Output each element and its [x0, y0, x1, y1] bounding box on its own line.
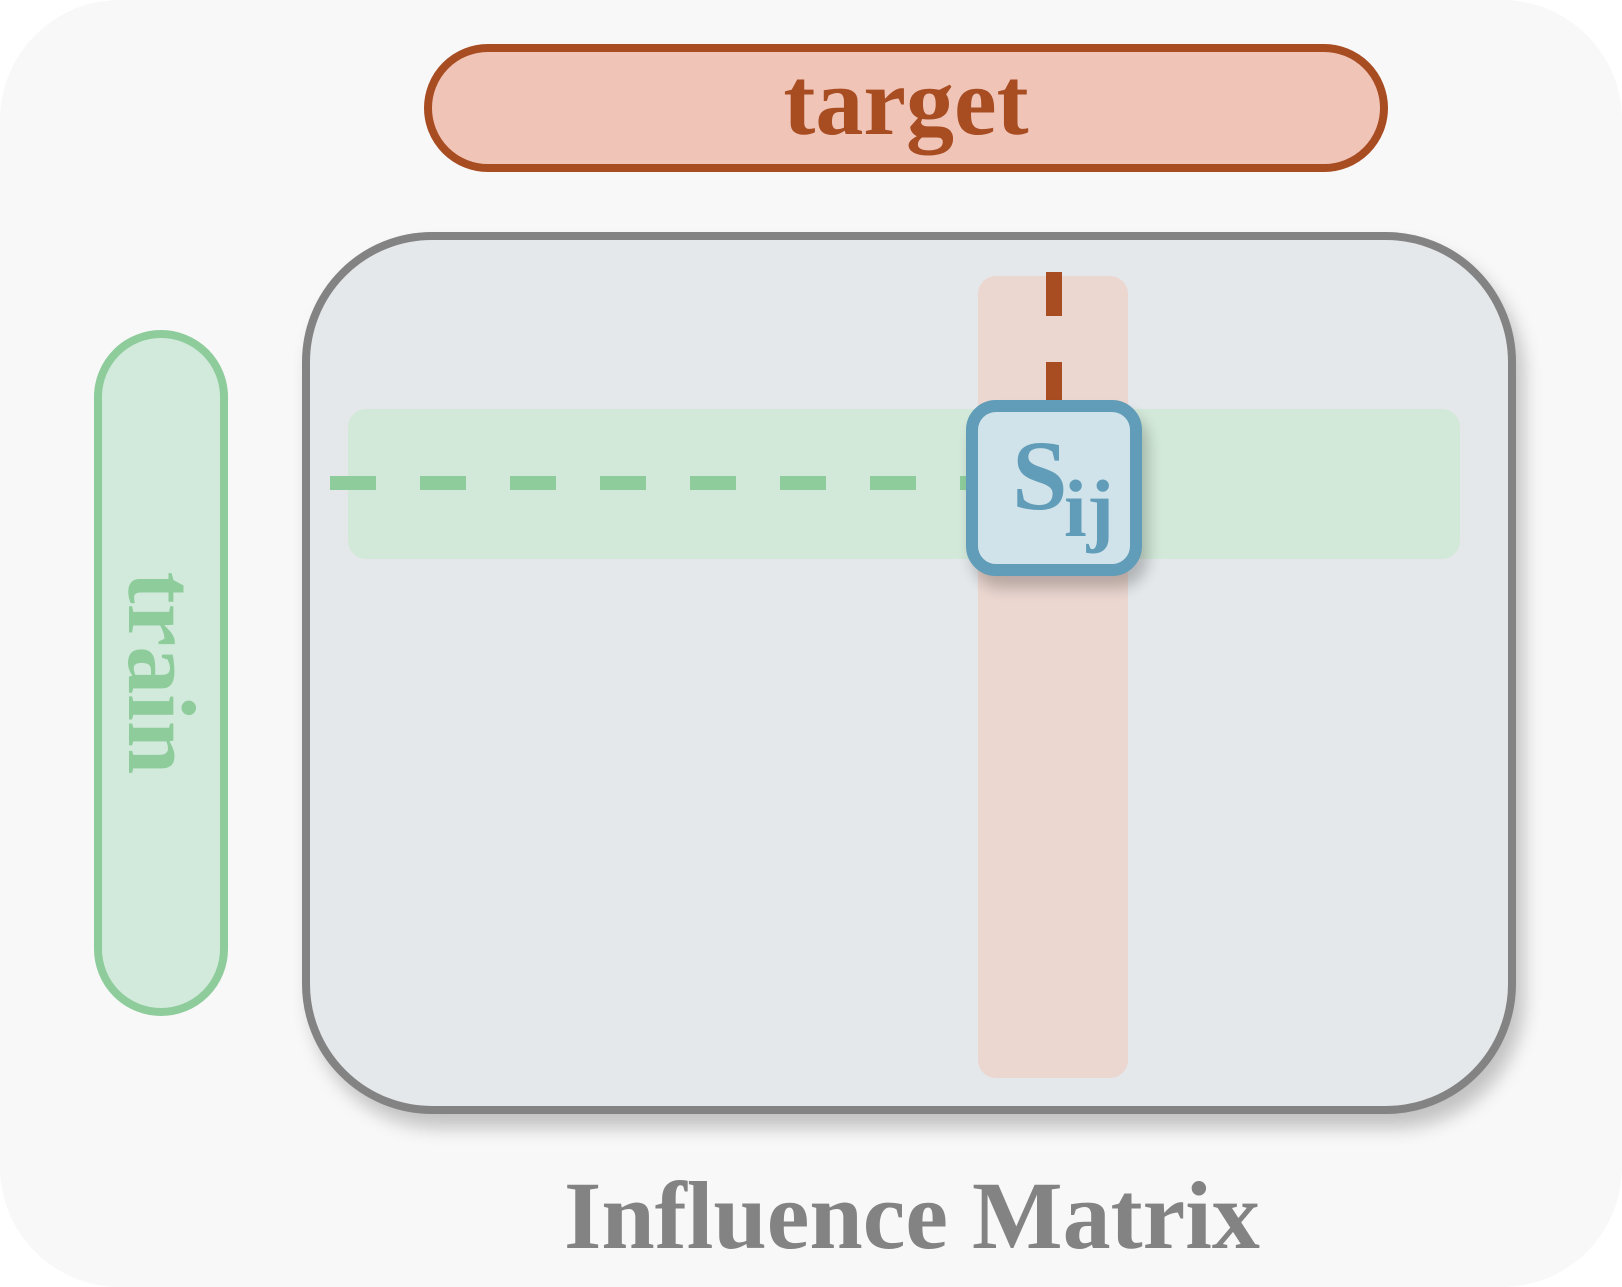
- matrix-cell-sij: S ij: [966, 400, 1142, 576]
- target-column-dashed-line: [1046, 272, 1062, 406]
- train-label: train: [108, 571, 215, 775]
- diagram-caption: Influence Matrix: [564, 1162, 1260, 1269]
- cell-symbol: S: [1012, 420, 1068, 531]
- target-label: target: [783, 48, 1029, 155]
- train-pill: train: [94, 330, 228, 1016]
- cell-subscript: ij: [1064, 463, 1115, 554]
- influence-matrix-box: [302, 232, 1516, 1114]
- train-row-dashed-line: [330, 476, 970, 490]
- target-pill: target: [424, 44, 1388, 172]
